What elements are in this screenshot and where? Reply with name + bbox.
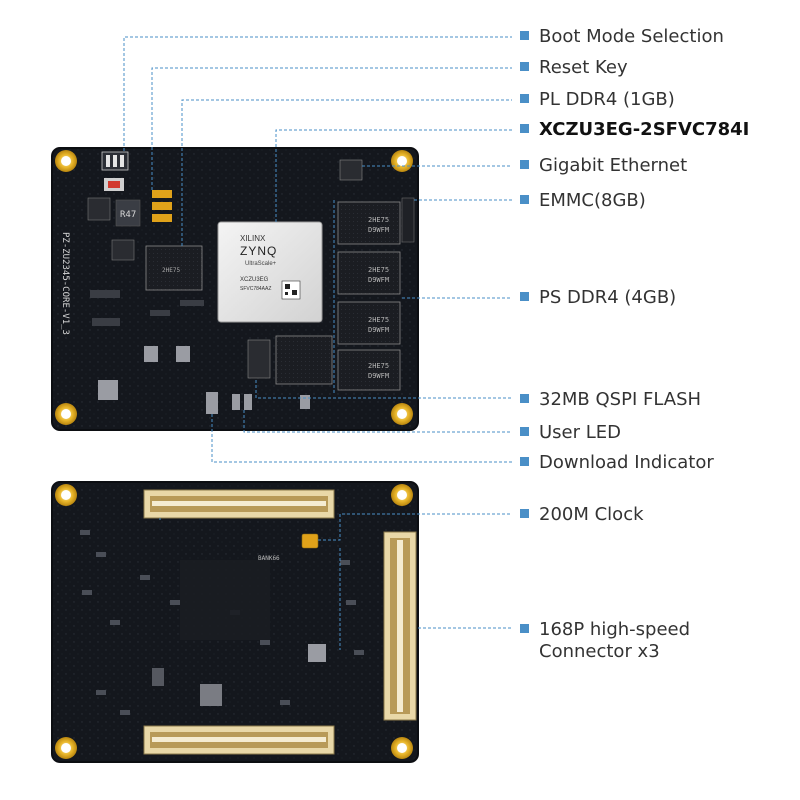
callout-user-led: User LED	[520, 422, 621, 444]
connector-top	[143, 489, 335, 519]
svg-text:2HE75: 2HE75	[162, 267, 180, 274]
callout-clock: 200M Clock	[520, 504, 644, 526]
square-bullet-icon	[520, 427, 529, 436]
callout-qspi: 32MB QSPI FLASH	[520, 389, 701, 411]
callout-pl-ddr4: PL DDR4 (1GB)	[520, 89, 675, 111]
square-bullet-icon	[520, 509, 529, 518]
square-bullet-icon	[520, 457, 529, 466]
callout-fpga: XCZU3EG-2SFVC784I	[520, 119, 749, 141]
square-bullet-icon	[520, 31, 529, 40]
xilinx-logo-text: XILINX	[240, 234, 266, 243]
square-bullet-icon	[520, 195, 529, 204]
board-silkscreen: PZ-ZU2345-CORE-V1_3	[60, 232, 70, 335]
top-board: PZ-ZU2345-CORE-V1_3 R47 2HE75 XILINX ZYN…	[51, 147, 419, 431]
pl-ddr4-chip	[145, 245, 203, 291]
callout-emmc: EMMC(8GB)	[520, 190, 646, 212]
square-bullet-icon	[520, 160, 529, 169]
square-bullet-icon	[520, 124, 529, 133]
connector-label-line1: 168P high-speed	[539, 619, 691, 640]
fpga-qr-code	[281, 280, 301, 300]
callout-boot-mode: Boot Mode Selection	[520, 26, 724, 48]
svg-text:2HE75: 2HE75	[368, 316, 389, 324]
svg-text:2HE75: 2HE75	[368, 266, 389, 274]
svg-text:2HE75: 2HE75	[368, 362, 389, 370]
square-bullet-icon	[520, 624, 529, 633]
connector-label-line2: Connector x3	[539, 641, 660, 662]
ps-ddr4-chips: 2HE75 D9WFM 2HE75 D9WFM 2HE75 D9WFM 2HE7…	[337, 201, 401, 391]
qspi-chip	[247, 339, 271, 379]
callout-ps-ddr4: PS DDR4 (4GB)	[520, 287, 676, 309]
emmc-chip	[275, 335, 333, 385]
connector-bottom	[143, 725, 335, 755]
fpga-chip	[217, 221, 323, 323]
callout-reset-key: Reset Key	[520, 57, 628, 79]
square-bullet-icon	[520, 94, 529, 103]
square-bullet-icon	[520, 394, 529, 403]
svg-text:2HE75: 2HE75	[368, 216, 389, 224]
resistor-marking: R47	[120, 210, 136, 220]
emmc-strip	[401, 197, 415, 243]
callout-ethernet: Gigabit Ethernet	[520, 155, 687, 177]
connector-right	[383, 531, 417, 721]
svg-text:D9WFM: D9WFM	[368, 326, 389, 334]
svg-text:D9WFM: D9WFM	[368, 226, 389, 234]
svg-text:D9WFM: D9WFM	[368, 276, 389, 284]
ultrascale-text: UltraScale+	[245, 261, 277, 267]
square-bullet-icon	[520, 292, 529, 301]
svg-text:D9WFM: D9WFM	[368, 372, 389, 380]
fpga-grade-text: SFVC784AAZ	[240, 286, 271, 292]
bank-label: BANK66	[258, 555, 280, 562]
ethernet-chip	[339, 159, 363, 181]
zynq-text: ZYNQ	[240, 244, 277, 258]
clock-oscillator	[301, 533, 319, 549]
bottom-board: BANK66	[51, 481, 419, 763]
square-bullet-icon	[520, 62, 529, 71]
leader-lines	[123, 36, 512, 650]
fpga-part-text: XCZU3EG	[240, 277, 269, 283]
callout-download: Download Indicator	[520, 452, 714, 474]
